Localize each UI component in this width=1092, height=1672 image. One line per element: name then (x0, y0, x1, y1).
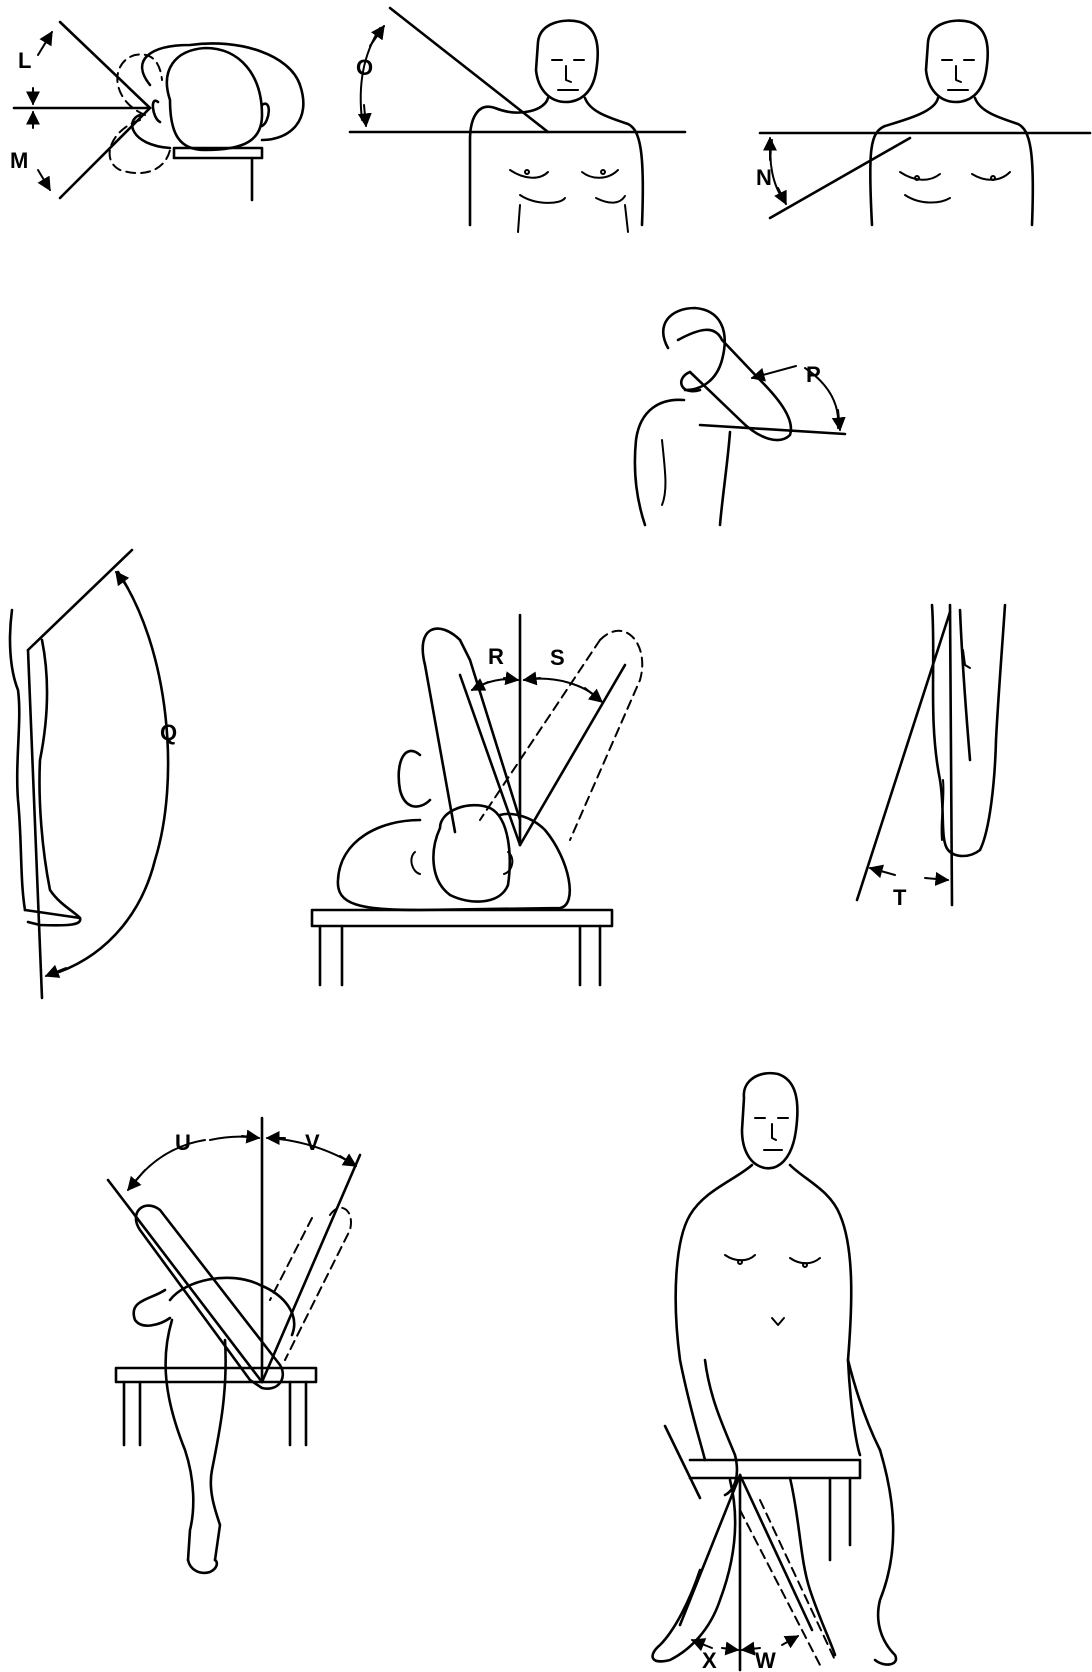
panel-hip-rotation-seated: X W (653, 1073, 896, 1672)
panel-shoulder-adduction: P (635, 308, 845, 525)
label-L: L (18, 48, 31, 73)
panel-head-rotation: L M (10, 22, 303, 200)
label-X: X (702, 1648, 717, 1672)
label-O: O (356, 55, 373, 80)
label-Q: Q (160, 720, 177, 745)
label-N: N (756, 165, 772, 190)
label-T: T (893, 885, 907, 910)
label-M: M (10, 148, 28, 173)
label-V: V (305, 1130, 320, 1155)
label-P: P (806, 362, 821, 387)
panel-hip-flexion: Q (10, 550, 177, 998)
panel-shoulder-depression: N (756, 21, 1090, 225)
panel-hip-rotation: R S (312, 615, 642, 985)
panel-hip-abduction: T (857, 605, 1005, 910)
panel-hip-rotation-prone: U V (108, 1118, 360, 1573)
label-U: U (175, 1130, 191, 1155)
label-W: W (755, 1648, 776, 1672)
panel-shoulder-elevation: O (350, 8, 685, 232)
label-R: R (488, 644, 504, 669)
label-S: S (550, 645, 565, 670)
